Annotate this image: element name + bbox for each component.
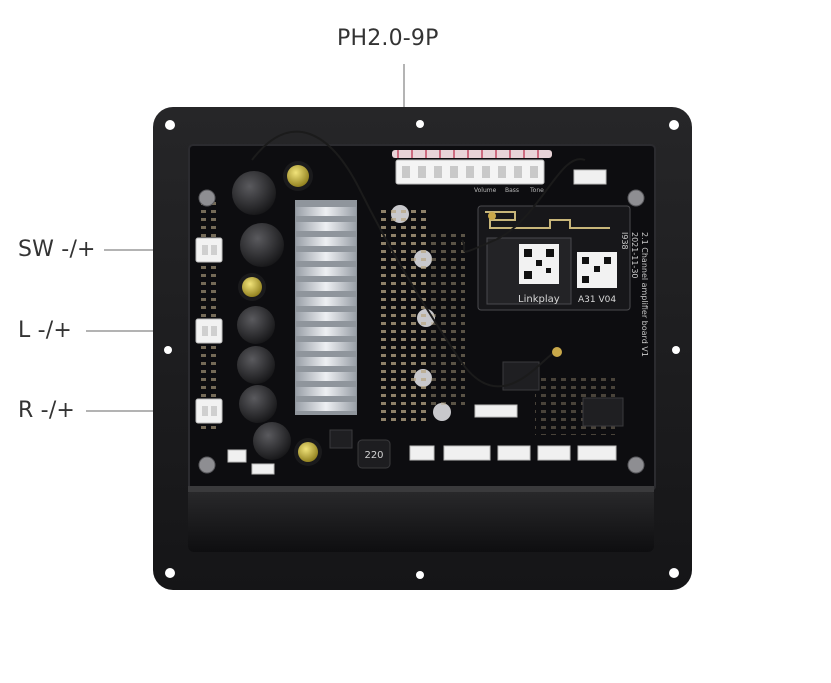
pin-header [409,445,435,461]
pin-header [474,404,518,418]
mounting-hole [669,568,679,578]
bottom-pin-headers [227,404,617,475]
screw [627,189,645,207]
pcb-screws [198,189,645,474]
choke-inductors [232,171,291,460]
antenna-connector [552,347,562,357]
pin-header [537,445,571,461]
mounting-hole [165,568,175,578]
antenna-trace [485,211,610,229]
choke [237,306,275,344]
mounting-hole [165,120,175,130]
mounting-hole [672,346,680,354]
choke [232,171,276,215]
svg-text:A31 V04: A31 V04 [578,295,616,305]
speaker-terminal-right [195,398,223,424]
svg-text:2.1 Channel amplifier board V1: 2.1 Channel amplifier board V1 [640,232,649,357]
ph20-9p-connector [392,150,552,185]
choke [253,422,291,460]
callout-left-label: L -/+ [18,318,73,343]
heatsink [295,200,357,415]
screw [198,189,216,207]
antenna-wire [461,158,586,253]
svg-text:2021-11-30: 2021-11-30 [630,232,639,279]
choke [237,346,275,384]
svg-text:Volume: Volume [474,187,497,194]
inductor-220: 220 [357,439,391,469]
pin-header [227,449,247,463]
pin-header [443,445,491,461]
svg-text:Linkplay: Linkplay [518,294,560,305]
svg-text:220: 220 [364,450,383,461]
pin-header [577,445,617,461]
mounting-hole [669,120,679,130]
svg-text:I938: I938 [620,232,629,250]
chip [582,397,624,427]
mounting-hole [416,120,424,128]
back-enclosure [188,488,654,552]
speaker-terminal-subwoofer [195,237,223,263]
chip [329,429,353,449]
choke [239,385,277,423]
choke [240,223,284,267]
mounting-hole [164,346,172,354]
callout-subwoofer-label: SW -/+ [18,237,96,262]
pin-header [251,463,275,475]
antenna-connector [488,212,496,220]
mounting-holes [164,120,680,579]
back-enclosure-top [188,486,654,492]
smd-field [377,210,427,425]
callout-right-label: R -/+ [18,398,76,423]
header-pin-labels: Volume Bass Tone [474,187,544,194]
screw [627,456,645,474]
mounting-hole [416,571,424,579]
callout-connector-label: PH2.0-9P [337,26,439,51]
pin-header [573,169,607,185]
speaker-terminal-left [195,318,223,344]
screw [198,456,216,474]
smd-field [198,200,220,430]
svg-text:Bass: Bass [505,187,519,194]
antenna-wire [251,130,556,388]
smd-field [430,230,465,410]
board-silkscreen: 2.1 Channel amplifier board V1 2021-11-3… [620,232,649,357]
wifi-module: Linkplay A31 V04 [477,205,631,311]
svg-text:Tone: Tone [529,187,544,194]
pin-header [497,445,531,461]
